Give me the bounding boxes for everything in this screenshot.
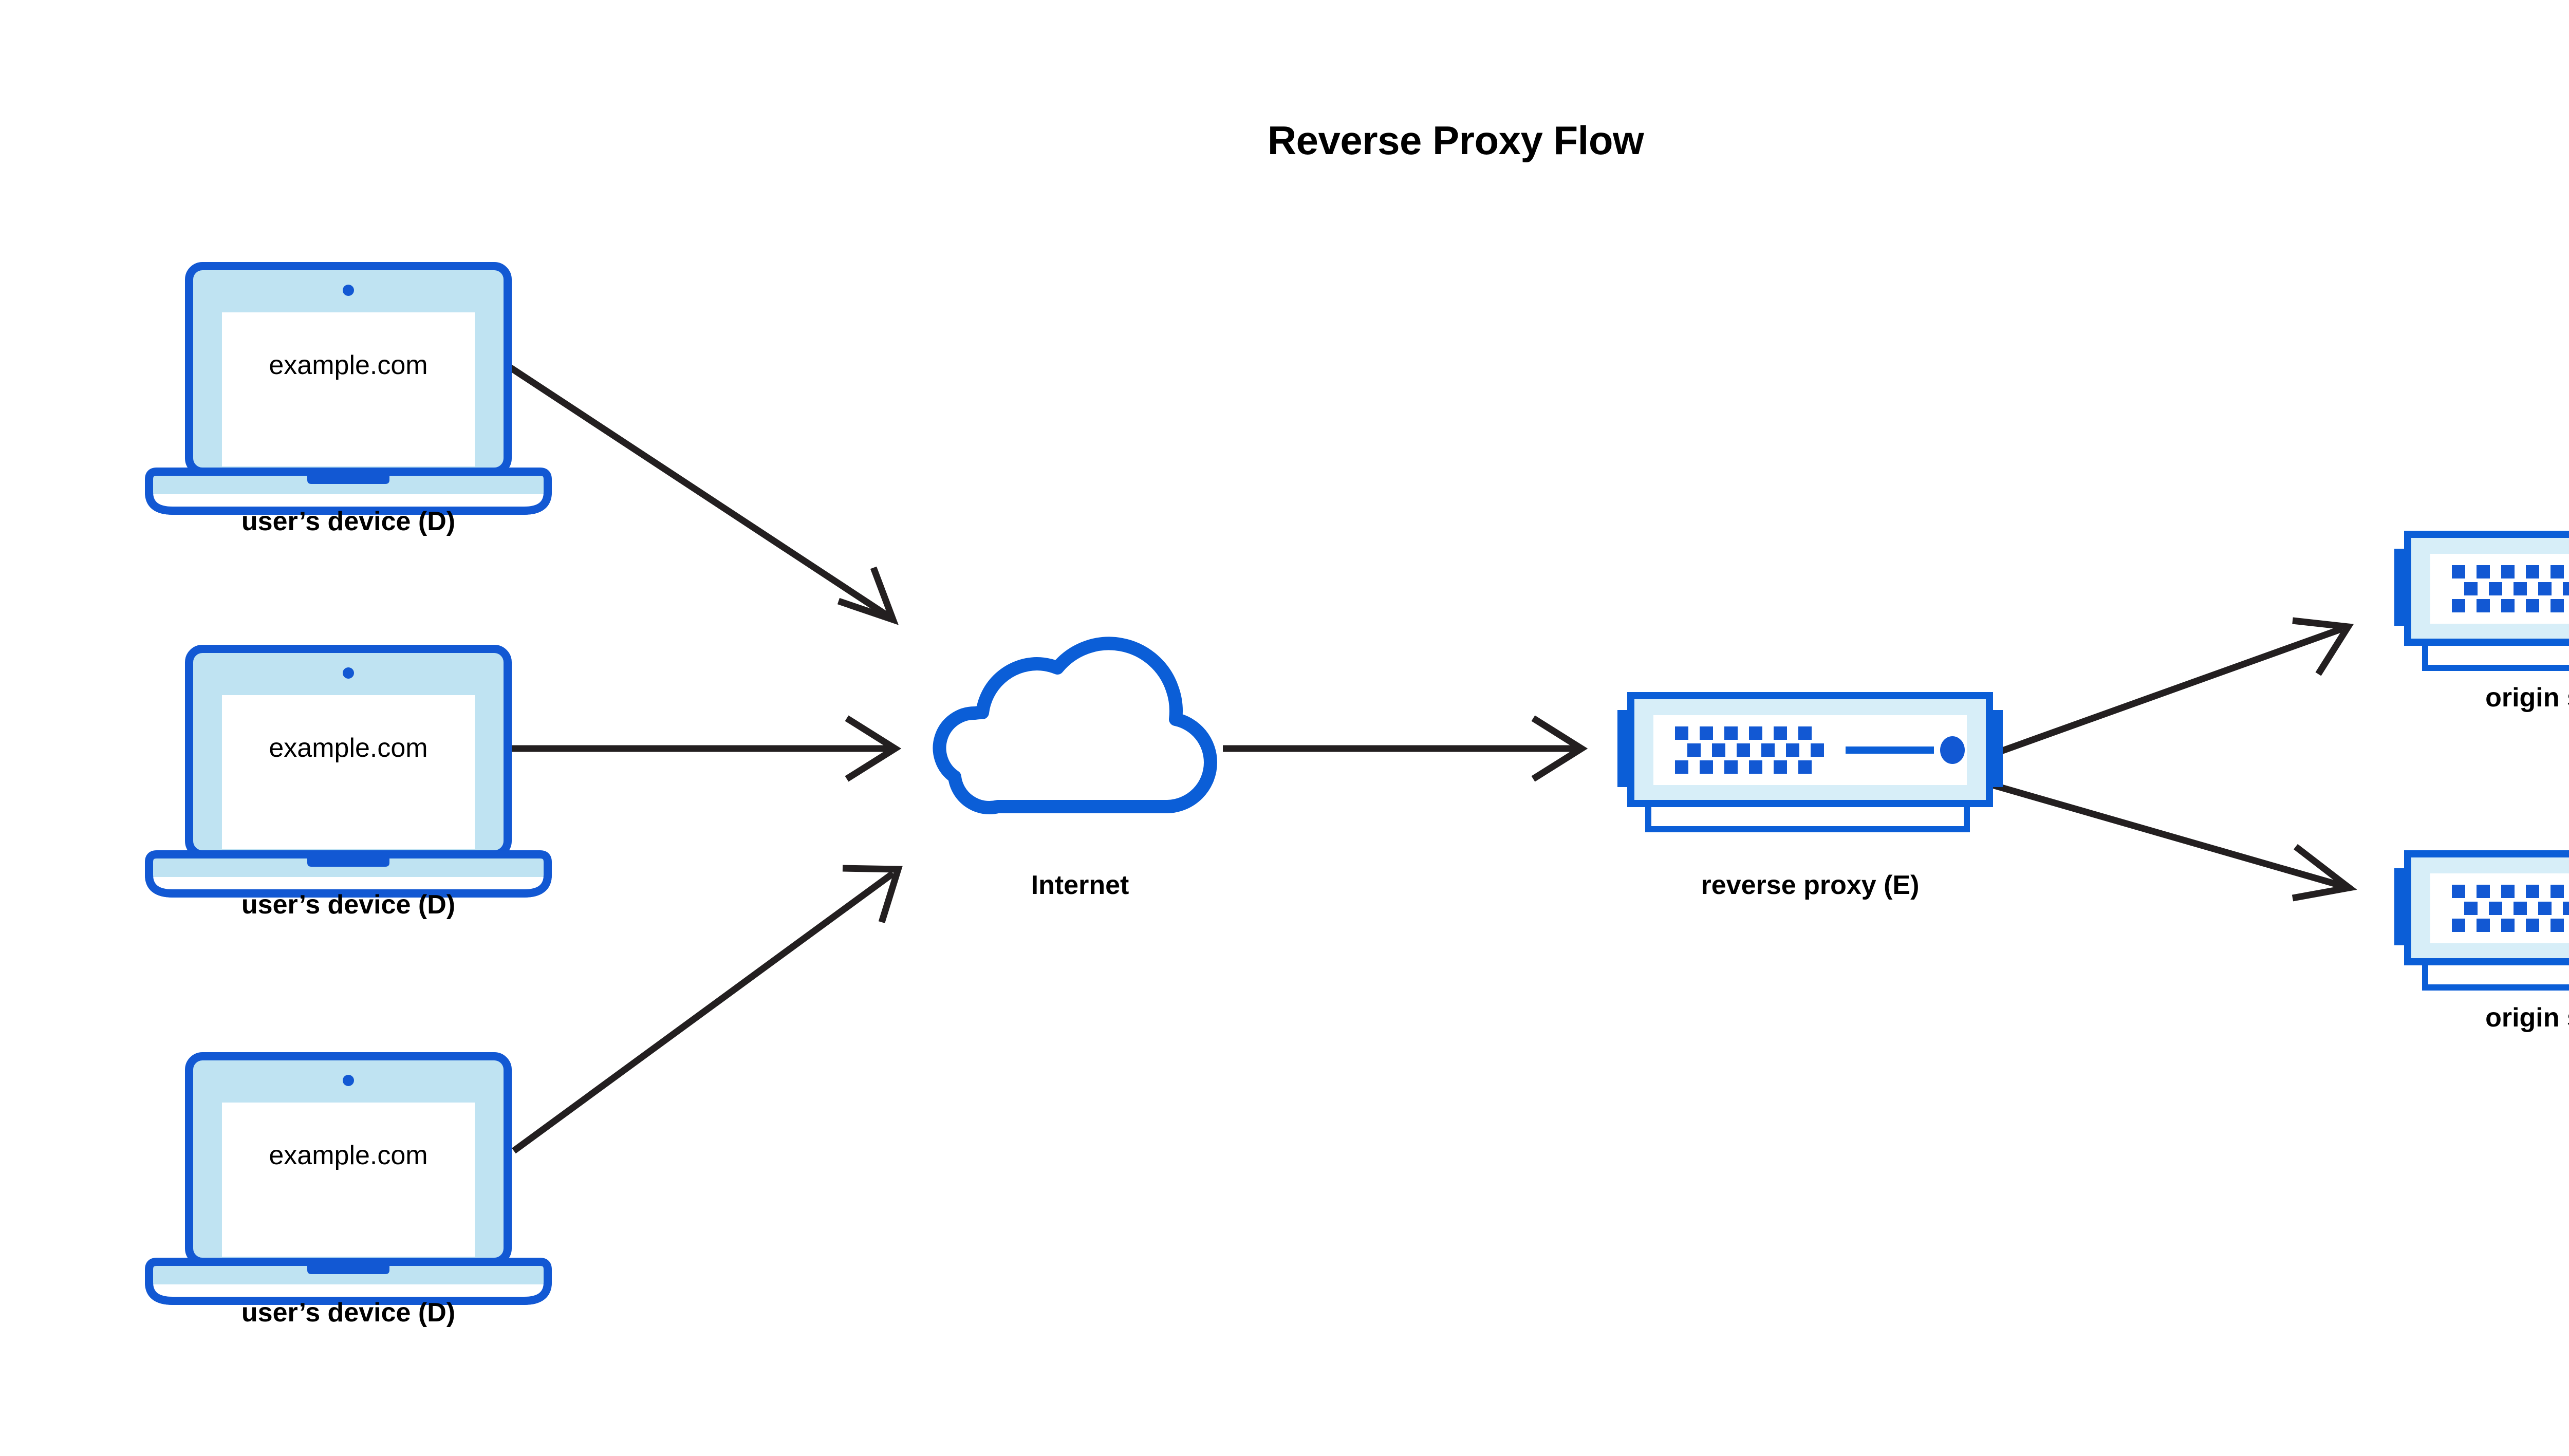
device-screen-text: example.com bbox=[269, 1141, 427, 1170]
laptop-icon bbox=[149, 1056, 548, 1301]
edge-layer bbox=[502, 362, 2357, 1154]
edge-device-middle-to-internet bbox=[502, 715, 902, 782]
device-label: user’s device (D) bbox=[241, 1298, 455, 1328]
edge-proxy-to-origin-bottom bbox=[1991, 781, 2357, 902]
node-device-top[interactable]: example.com user’s device (D) bbox=[149, 266, 548, 536]
device-screen-text: example.com bbox=[269, 733, 427, 763]
edge-proxy-to-origin-top bbox=[1991, 617, 2354, 758]
edge-internet-to-proxy bbox=[1223, 715, 1588, 782]
node-origin-server-bottom[interactable]: origin server (F) bbox=[2394, 854, 2569, 1033]
server-icon bbox=[2394, 854, 2569, 987]
server-icon bbox=[2394, 534, 2569, 668]
node-device-middle[interactable]: example.com user’s device (D) bbox=[149, 649, 548, 920]
edge-device-bottom-to-internet bbox=[512, 865, 903, 1154]
edge-device-top-to-internet bbox=[504, 362, 899, 625]
node-device-bottom[interactable]: example.com user’s device (D) bbox=[149, 1056, 548, 1328]
node-reverse-proxy[interactable]: reverse proxy (E) bbox=[1617, 696, 2003, 900]
device-screen-text: example.com bbox=[269, 350, 427, 380]
origin-server-label: origin server (F) bbox=[2485, 683, 2569, 713]
reverse-proxy-label: reverse proxy (E) bbox=[1701, 870, 1920, 900]
page-title: Reverse Proxy Flow bbox=[1268, 118, 1644, 163]
laptop-icon bbox=[149, 266, 548, 511]
node-internet-cloud[interactable]: Internet bbox=[940, 643, 1211, 900]
server-icon bbox=[1617, 696, 2003, 829]
origin-server-label: origin server (F) bbox=[2485, 1003, 2569, 1033]
cloud-icon bbox=[940, 643, 1211, 808]
laptop-icon bbox=[149, 649, 548, 893]
node-origin-server-top[interactable]: origin server (F) bbox=[2394, 534, 2569, 713]
device-label: user’s device (D) bbox=[241, 890, 455, 920]
device-label: user’s device (D) bbox=[241, 507, 455, 536]
internet-label: Internet bbox=[1031, 870, 1129, 900]
